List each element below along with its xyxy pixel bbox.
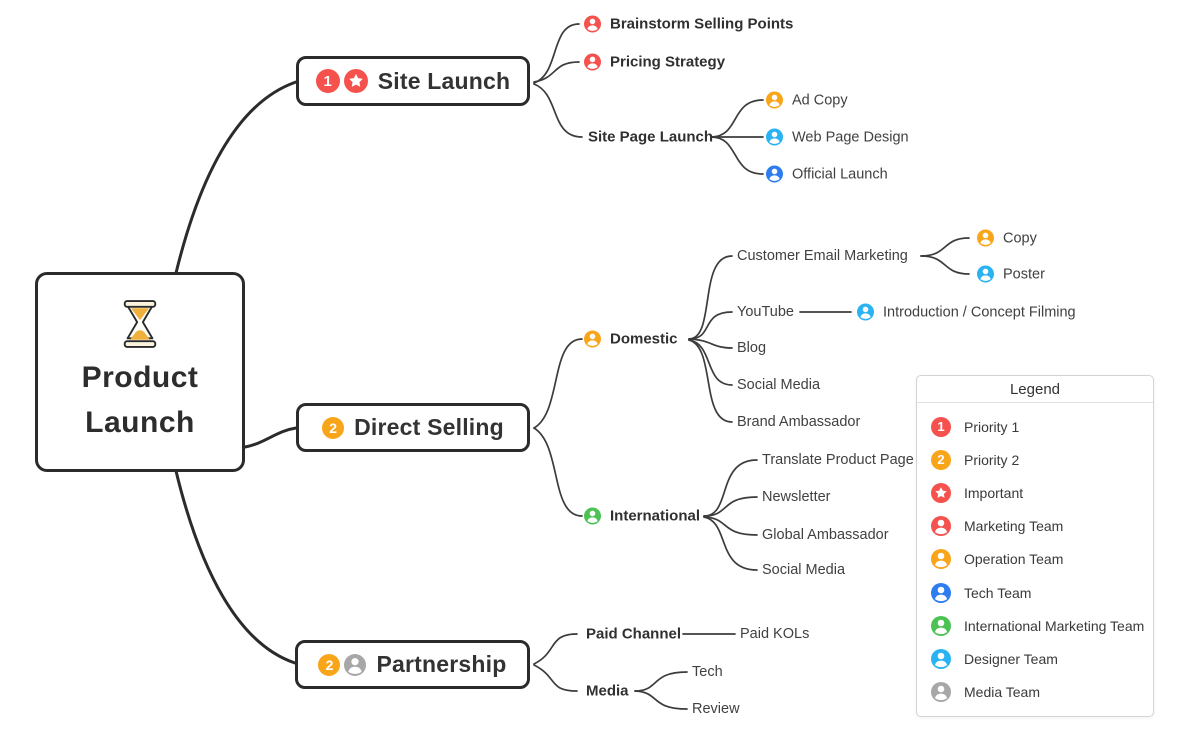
priority-2-badge: 2	[322, 416, 345, 439]
legend-panel: Legend 1 Priority 1 2 Priority 2 Importa…	[916, 375, 1154, 717]
topic-label: International	[610, 507, 701, 525]
legend-item-marketing-team: Marketing Team	[931, 510, 1153, 543]
node-label: Site Launch	[377, 67, 511, 94]
legend-item-tech-team: Tech Team	[931, 576, 1153, 609]
node-international[interactable]: International	[584, 507, 701, 525]
legend-item-media-team: Media Team	[931, 676, 1153, 709]
media-team-icon	[931, 682, 951, 702]
node-label: Partnership	[376, 651, 507, 677]
topic-label: Poster	[1003, 266, 1045, 282]
node-label: Direct Selling	[354, 414, 504, 440]
node-review[interactable]: Review	[692, 701, 740, 717]
designer-team-icon	[931, 649, 951, 669]
tech-team-icon	[766, 166, 783, 183]
topic-label: Brand Ambassador	[737, 414, 861, 430]
root-title-line2: Launch	[85, 406, 195, 439]
topic-label: YouTube	[737, 304, 794, 320]
node-newsletter[interactable]: Newsletter	[762, 489, 831, 505]
node-social-media-domestic[interactable]: Social Media	[737, 377, 820, 393]
designer-team-icon	[977, 266, 994, 283]
operation-team-icon	[931, 549, 951, 569]
legend-item-international-marketing-team: International Marketing Team	[931, 609, 1153, 642]
topic-label: Tech	[692, 664, 723, 680]
topic-label: Global Ambassador	[762, 527, 889, 543]
topic-label: Official Launch	[792, 166, 888, 182]
node-social-media-international[interactable]: Social Media	[762, 562, 845, 578]
node-blog[interactable]: Blog	[737, 340, 766, 356]
operation-team-icon	[766, 92, 783, 109]
node-site-page-launch[interactable]: Site Page Launch	[588, 129, 713, 146]
topic-label: Paid Channel	[586, 625, 682, 643]
marketing-team-icon	[584, 16, 601, 33]
root-title: Product Launch	[82, 355, 199, 445]
node-copy[interactable]: Copy	[977, 230, 1037, 247]
node-brand-ambassador[interactable]: Brand Ambassador	[737, 414, 860, 430]
topic-label: Copy	[1003, 230, 1037, 246]
node-pricing-strategy[interactable]: Pricing Strategy	[584, 53, 726, 71]
priority-1-badge: 1	[315, 69, 340, 93]
topic-label: Paid KOLs	[740, 626, 810, 642]
priority-1-badge: 1	[931, 416, 951, 437]
node-official-launch[interactable]: Official Launch	[766, 166, 888, 183]
marketing-team-icon	[931, 516, 951, 536]
operation-team-icon	[977, 230, 994, 247]
designer-team-icon	[857, 304, 874, 321]
node-domestic[interactable]: Domestic	[584, 330, 678, 348]
legend-item-operation-team: Operation Team	[931, 543, 1153, 576]
international-marketing-team-icon	[584, 508, 601, 525]
node-web-page-design[interactable]: Web Page Design	[766, 129, 909, 146]
topic-label: Customer Email Marketing	[737, 248, 908, 264]
important-star-icon	[344, 69, 368, 93]
node-customer-email-marketing[interactable]: Customer Email Marketing	[737, 248, 908, 264]
topic-label: Pricing Strategy	[610, 53, 726, 71]
node-ad-copy[interactable]: Ad Copy	[766, 92, 848, 109]
topic-label: Site Page Launch	[588, 128, 714, 146]
topic-label: Newsletter	[762, 489, 831, 505]
topic-label: Web Page Design	[792, 129, 909, 145]
topic-label: Social Media	[737, 377, 821, 393]
topic-label: Media	[586, 682, 629, 700]
node-global-ambassador[interactable]: Global Ambassador	[762, 527, 889, 543]
international-marketing-team-icon	[931, 616, 951, 636]
topic-label: Social Media	[762, 562, 846, 578]
node-brainstorm-selling-points[interactable]: Brainstorm Selling Points	[584, 15, 794, 33]
legend-item-designer-team: Designer Team	[931, 642, 1153, 675]
node-partnership[interactable]: 2 Partnership	[295, 640, 530, 689]
topic-label: Brainstorm Selling Points	[610, 15, 794, 33]
legend-item-priority-1: 1 Priority 1	[931, 410, 1153, 443]
legend-item-priority-2: 2 Priority 2	[931, 443, 1153, 476]
legend-items: 1 Priority 1 2 Priority 2 Important Mark…	[917, 403, 1153, 709]
topic-label: Review	[692, 701, 740, 717]
node-direct-selling[interactable]: 2 Direct Selling	[296, 403, 530, 452]
topic-label: Introduction / Concept Filming	[883, 304, 1076, 320]
node-poster[interactable]: Poster	[977, 266, 1045, 283]
node-introduction-concept-filming[interactable]: Introduction / Concept Filming	[857, 304, 1076, 321]
important-star-icon	[931, 483, 951, 503]
marketing-team-icon	[584, 54, 601, 71]
node-tech[interactable]: Tech	[692, 664, 723, 680]
designer-team-icon	[766, 129, 783, 146]
topic-label: Ad Copy	[792, 92, 848, 108]
node-paid-channel[interactable]: Paid Channel	[586, 626, 681, 643]
topic-label: Blog	[737, 340, 767, 356]
operation-team-icon	[584, 331, 601, 348]
media-team-icon	[344, 654, 366, 676]
node-translate-product-page[interactable]: Translate Product Page	[762, 452, 914, 468]
tech-team-icon	[931, 583, 951, 603]
node-site-launch[interactable]: 1 Site Launch	[296, 56, 530, 106]
topic-label: Domestic	[610, 330, 678, 348]
root-title-line1: Product	[81, 361, 199, 394]
priority-2-badge: 2	[318, 653, 341, 676]
hourglass-icon	[123, 300, 157, 348]
priority-2-badge: 2	[931, 449, 951, 470]
legend-item-important: Important	[931, 476, 1153, 509]
legend-title: Legend	[917, 376, 1153, 403]
node-paid-kols[interactable]: Paid KOLs	[740, 626, 809, 642]
node-youtube[interactable]: YouTube	[737, 304, 794, 320]
topic-label: Translate Product Page	[762, 452, 914, 468]
root-node-product-launch[interactable]: Product Launch	[35, 272, 245, 472]
node-media[interactable]: Media	[586, 683, 629, 700]
